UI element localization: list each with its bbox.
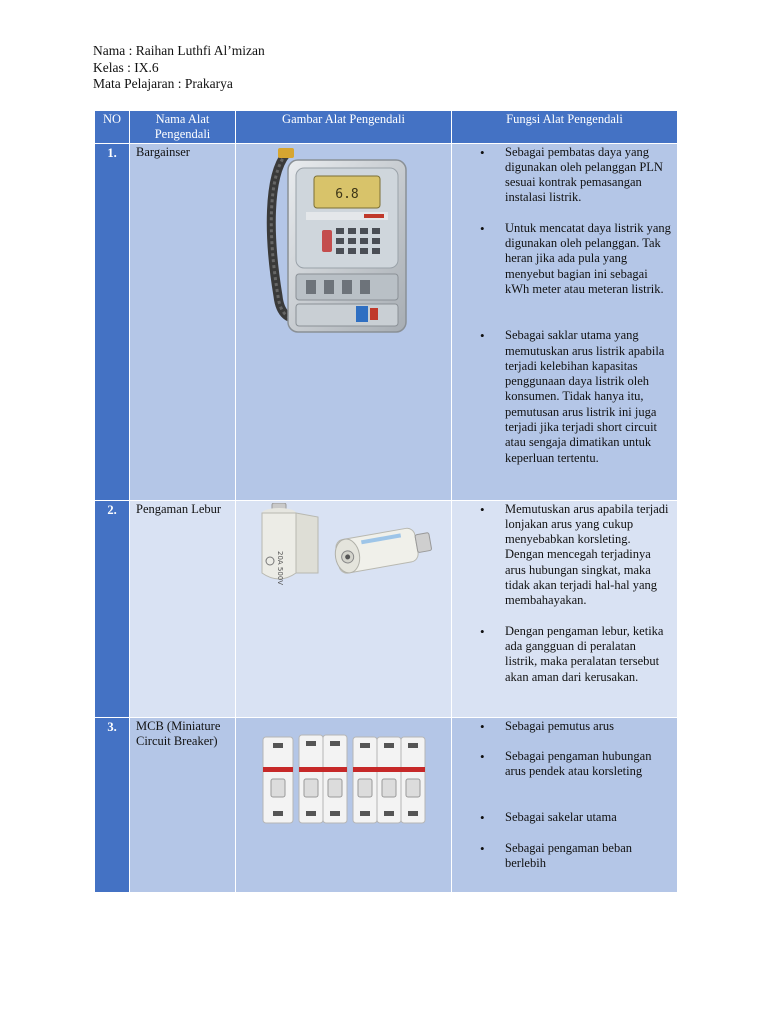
- function-item: Memutuskan arus apabila terjadi lonjakan…: [476, 502, 671, 609]
- device-functions: Sebagai pembatas daya yang digunakan ole…: [451, 142, 678, 501]
- function-item: Sebagai pengaman beban berlebih: [476, 841, 671, 872]
- fuse-icon: 20A 500V: [261, 502, 432, 585]
- meter-display-text: 6.8: [335, 187, 358, 202]
- device-name: Bargainser: [129, 142, 236, 501]
- table-row: 2. Pengaman Lebur 20A 500V: [94, 499, 678, 718]
- function-item: Untuk mencatat daya listrik yang digunak…: [476, 221, 671, 297]
- col-header-function: Fungsi Alat Pengendali: [451, 110, 678, 144]
- function-item: Sebagai pembatas daya yang digunakan ole…: [476, 145, 671, 206]
- device-name: MCB (Miniature Circuit Breaker): [129, 716, 236, 893]
- electric-meter-icon: 6.8: [266, 147, 407, 333]
- table-row: 3. MCB (Miniature Circuit Breaker): [94, 716, 678, 893]
- mcb-breaker-icon: [262, 734, 426, 824]
- function-item: Sebagai sakelar utama: [476, 810, 671, 826]
- row-number: 1.: [94, 142, 130, 501]
- control-devices-table: NO Nama Alat Pengendali Gambar Alat Peng…: [94, 110, 678, 893]
- device-functions: Memutuskan arus apabila terjadi lonjakan…: [451, 499, 678, 718]
- col-header-no: NO: [94, 110, 130, 144]
- col-header-name: Nama Alat Pengendali: [129, 110, 236, 144]
- svg-text:20A 500V: 20A 500V: [276, 551, 284, 585]
- device-image-cell: [235, 716, 452, 893]
- col-header-image: Gambar Alat Pengendali: [235, 110, 452, 144]
- student-class: Kelas : IX.6: [93, 59, 159, 75]
- device-image-cell: 20A 500V: [235, 499, 452, 718]
- student-name: Nama : Raihan Luthfi Al’mizan: [93, 43, 265, 58]
- function-item: Sebagai pemutus arus: [476, 719, 671, 735]
- function-item: Dengan pengaman lebur, ketika ada ganggu…: [476, 624, 671, 685]
- device-name: Pengaman Lebur: [129, 499, 236, 718]
- table-header-row: NO Nama Alat Pengendali Gambar Alat Peng…: [94, 110, 678, 144]
- document-header: Nama : Raihan Luthfi Al’mizan Kelas : IX…: [93, 43, 265, 93]
- function-item: Sebagai pengaman hubungan arus pendek at…: [476, 749, 671, 780]
- function-item: Sebagai saklar utama yang memutuskan aru…: [476, 328, 671, 466]
- table-row: 1. Bargainser: [94, 142, 678, 501]
- row-number: 2.: [94, 499, 130, 718]
- subject: Mata Pelajaran : Prakarya: [93, 76, 233, 91]
- device-image-cell: 6.8: [235, 142, 452, 501]
- row-number: 3.: [94, 716, 130, 893]
- device-functions: Sebagai pemutus arus Sebagai pengaman hu…: [451, 716, 678, 893]
